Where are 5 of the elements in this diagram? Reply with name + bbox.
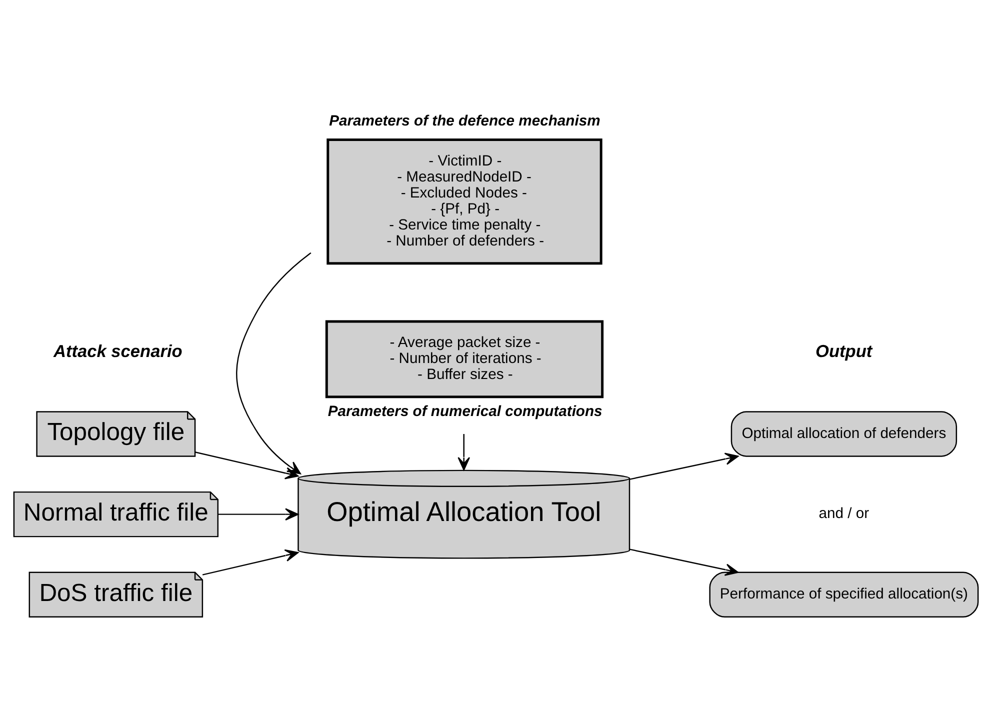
node-label: Parameters of numerical computations — [327, 404, 602, 420]
node-label: Parameters of the defence mechanism — [328, 113, 600, 130]
label: and / or — [818, 506, 869, 522]
label: Attack scenario — [52, 340, 182, 360]
label: Output — [815, 340, 872, 360]
